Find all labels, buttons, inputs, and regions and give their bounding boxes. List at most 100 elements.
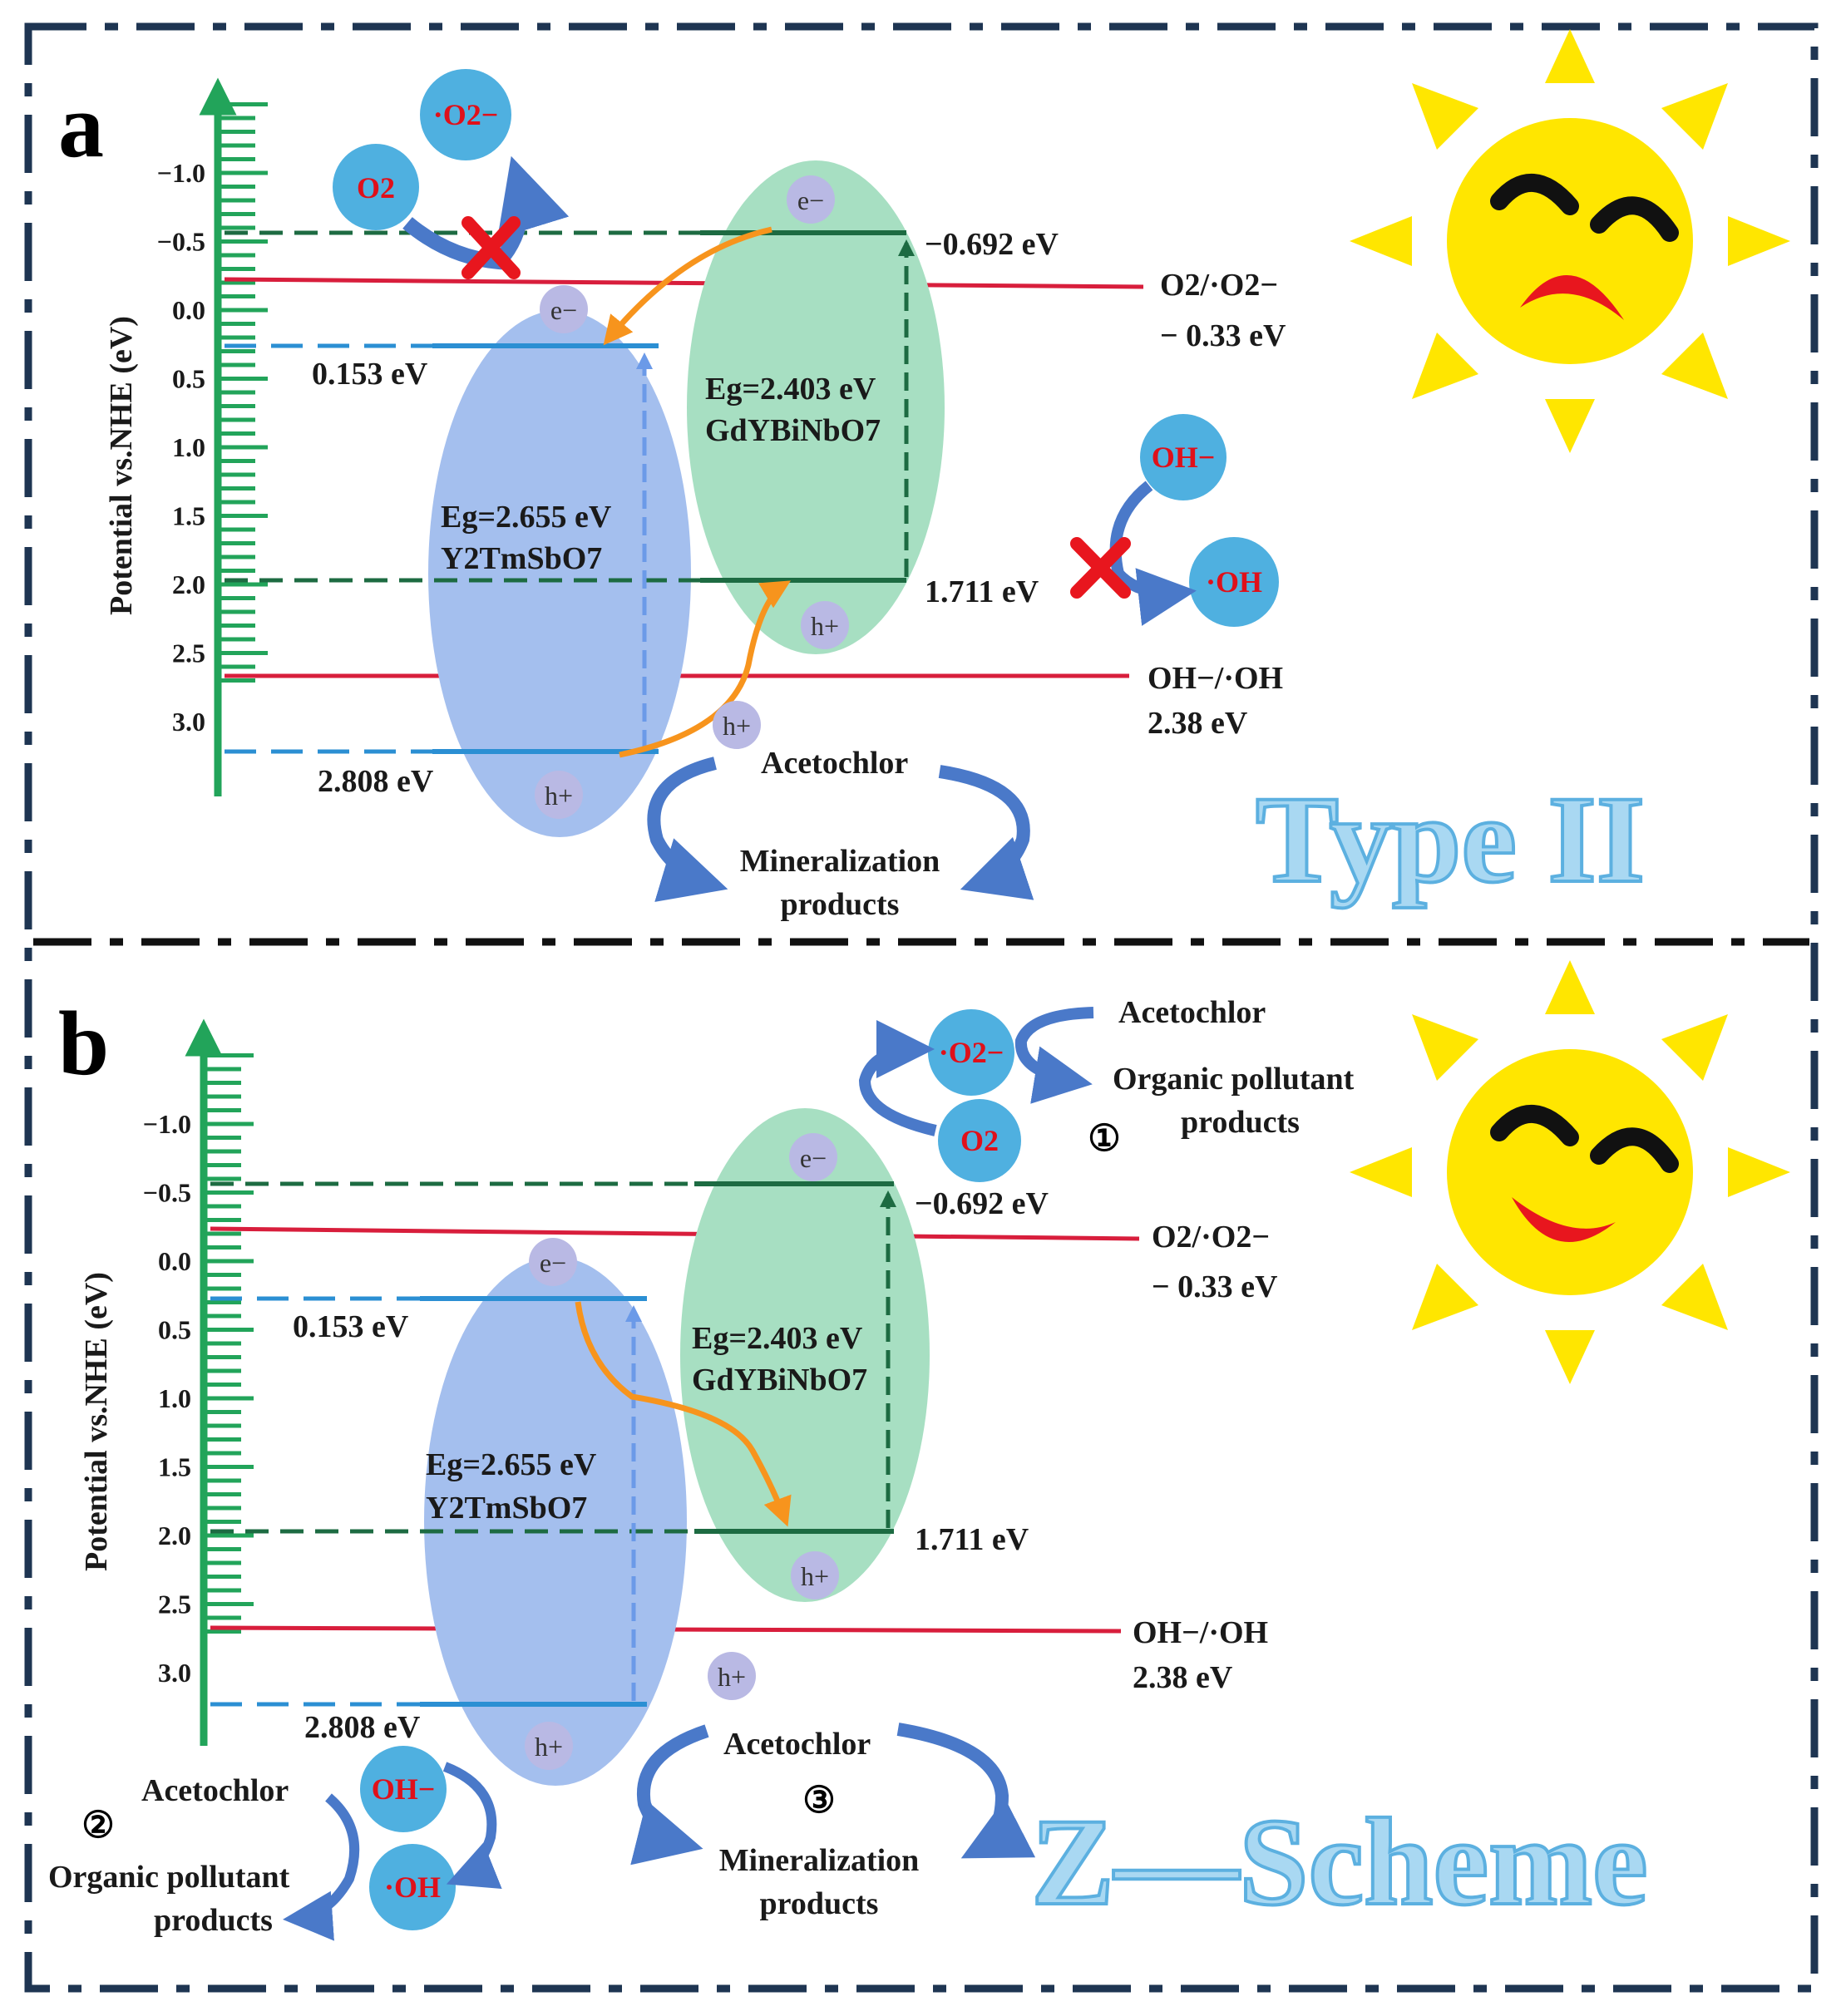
panel-b-path1-pollutant: Acetochlor bbox=[1118, 995, 1266, 1030]
panel-a-y2-formula: Y2TmSbO7 bbox=[441, 541, 602, 576]
panel-a-carrier-h-y2: h+ bbox=[535, 771, 583, 819]
panel-b-o2-bubble: O2 bbox=[938, 1099, 1021, 1182]
panel-a-letter: a bbox=[58, 75, 104, 176]
panel-a: a −1.0−0.50.00.51.01.52.02.53.0 Potentia… bbox=[58, 29, 1790, 922]
panel-a-scheme-title: Type II bbox=[1256, 771, 1645, 909]
panel-a-oh-minus-bubble: OH− bbox=[1140, 414, 1227, 500]
panel-b-carrier-e-gd: e− bbox=[789, 1133, 837, 1181]
panel-a-sun-icon bbox=[1350, 29, 1790, 453]
panel-a-tick-label: 0.5 bbox=[172, 364, 205, 394]
panel-b-path2-arrow bbox=[283, 1793, 360, 1941]
panel-b-path1-product-line1: Organic pollutant bbox=[1113, 1062, 1355, 1097]
panel-b-oh-couple: OH−/·OH bbox=[1133, 1615, 1268, 1650]
svg-text:e−: e− bbox=[540, 1248, 566, 1278]
svg-text:h+: h+ bbox=[723, 711, 751, 741]
panel-a-product-line2: products bbox=[781, 887, 900, 922]
panel-a-electron-transfer-arrow bbox=[603, 226, 772, 346]
svg-text:h+: h+ bbox=[801, 1561, 829, 1591]
panel-a-tick-label: 0.0 bbox=[172, 295, 205, 325]
panel-a-carrier-h-out: h+ bbox=[713, 701, 761, 749]
svg-text:OH−: OH− bbox=[1152, 441, 1216, 474]
panel-b-gd-eg: Eg=2.403 eV bbox=[692, 1321, 863, 1356]
panel-a-carrier-e-gd: e− bbox=[787, 175, 835, 224]
panel-a-gd-vb-value: 1.711 eV bbox=[925, 574, 1039, 609]
panel-a-y2-vb-value: 2.808 eV bbox=[318, 764, 434, 799]
panel-b-carrier-h-y2: h+ bbox=[525, 1722, 573, 1770]
panel-b-tick-label: 2.5 bbox=[158, 1590, 191, 1619]
panel-a-minor-ticks bbox=[218, 102, 268, 683]
panel-b-tick-label: 0.0 bbox=[158, 1246, 191, 1276]
panel-b-o2-value: − 0.33 eV bbox=[1152, 1269, 1278, 1304]
panel-b-superoxide-bubble: ·O2− bbox=[928, 1009, 1014, 1096]
panel-a-cycle-arrow-left bbox=[647, 757, 728, 902]
svg-text:·OH: ·OH bbox=[1206, 565, 1262, 599]
svg-text:·O2−: ·O2− bbox=[939, 1036, 1004, 1069]
panel-b-path1-product-line2: products bbox=[1181, 1105, 1300, 1140]
panel-a-tick-label: −0.5 bbox=[157, 227, 205, 257]
panel-a-product-line1: Mineralization bbox=[740, 844, 940, 879]
panel-b-letter: b bbox=[58, 993, 109, 1094]
panel-b: b −1.0−0.50.00.51.01.52.02.53.0 Potentia… bbox=[48, 960, 1790, 1941]
svg-text:O2: O2 bbox=[960, 1124, 999, 1157]
panel-b-carrier-e-y2: e− bbox=[529, 1238, 577, 1286]
panel-b-tick-label: 2.0 bbox=[158, 1521, 191, 1550]
panel-b-tick-label: 1.0 bbox=[158, 1383, 191, 1413]
panel-b-gdybinbo7-ellipse bbox=[680, 1108, 930, 1602]
panel-b-oh-oxidation-arrow bbox=[442, 1762, 502, 1889]
panel-a-gd-eg: Eg=2.403 eV bbox=[705, 372, 876, 407]
panel-a-o2-redox-line bbox=[224, 277, 1144, 289]
panel-a-tick-labels: −1.0−0.50.00.51.01.52.02.53.0 bbox=[157, 158, 205, 737]
panel-b-minor-ticks bbox=[204, 1053, 254, 1634]
panel-a-acetochlor: Acetochlor bbox=[761, 746, 908, 781]
panel-b-cycle-arrow-right bbox=[896, 1723, 1036, 1859]
panel-b-y2-eg: Eg=2.655 eV bbox=[426, 1447, 597, 1482]
panel-b-path3-pollutant: Acetochlor bbox=[723, 1727, 871, 1762]
panel-a-o2-couple: O2/·O2− bbox=[1160, 268, 1278, 303]
panel-a-carrier-e-y2: e− bbox=[540, 285, 588, 333]
panel-b-oh-value: 2.38 eV bbox=[1133, 1660, 1233, 1695]
panel-b-tick-labels: −1.0−0.50.00.51.01.52.02.53.0 bbox=[143, 1109, 191, 1688]
panel-a-gdybinbo7-ellipse bbox=[687, 160, 945, 654]
panel-a-o2-value: − 0.33 eV bbox=[1160, 318, 1286, 353]
panel-a-y2-cb-value: 0.153 eV bbox=[312, 357, 428, 392]
panel-b-o2-redox-line bbox=[210, 1226, 1140, 1241]
panel-b-path3-product-line2: products bbox=[760, 1886, 879, 1921]
panel-b-gd-vb-value: 1.711 eV bbox=[915, 1522, 1029, 1557]
panel-a-oh-couple: OH−/·OH bbox=[1148, 661, 1283, 696]
panel-b-path2-product-line2: products bbox=[154, 1903, 273, 1938]
panel-a-o2-bubble: O2 bbox=[333, 144, 419, 230]
panel-a-axis: −1.0−0.50.00.51.01.52.02.53.0 Potential … bbox=[104, 77, 268, 796]
panel-b-axis-label: Potential vs.NHE (eV) bbox=[79, 1272, 114, 1571]
panel-a-tick-label: 1.0 bbox=[172, 432, 205, 462]
panel-b-path1-arrow bbox=[1014, 1007, 1094, 1104]
panel-a-o2-reduction-arrow bbox=[402, 155, 570, 270]
panel-b-y2-formula: Y2TmSbO7 bbox=[426, 1491, 587, 1526]
panel-b-cycle-arrow-left bbox=[630, 1724, 709, 1866]
svg-text:·O2−: ·O2− bbox=[433, 98, 499, 131]
svg-text:h+: h+ bbox=[535, 1732, 563, 1762]
panel-b-carrier-h-gd: h+ bbox=[791, 1551, 839, 1599]
panel-b-tick-label: 0.5 bbox=[158, 1315, 191, 1345]
svg-text:·OH: ·OH bbox=[384, 1871, 441, 1904]
panel-b-path3-product-line1: Mineralization bbox=[719, 1843, 920, 1878]
panel-b-oh-radical-bubble: ·OH bbox=[369, 1844, 456, 1930]
panel-a-tick-label: 1.5 bbox=[172, 501, 205, 531]
panel-a-axis-label: Potential vs.NHE (eV) bbox=[104, 316, 139, 615]
panel-b-sun-icon bbox=[1350, 960, 1790, 1384]
panel-a-tick-label: −1.0 bbox=[157, 158, 205, 188]
panel-b-o2-reduction-arrow bbox=[858, 1020, 937, 1136]
svg-text:e−: e− bbox=[800, 1143, 827, 1173]
panel-a-cross-mark-icon-1 bbox=[461, 216, 521, 279]
panel-b-axis: −1.0−0.50.00.51.01.52.02.53.0 Potential … bbox=[79, 1018, 254, 1746]
panel-b-path3-number: ③ bbox=[802, 1780, 835, 1821]
svg-text:O2: O2 bbox=[357, 171, 395, 205]
panel-b-gd-cb-value: −0.692 eV bbox=[915, 1186, 1049, 1221]
panel-a-y2-eg: Eg=2.655 eV bbox=[441, 500, 612, 535]
panel-a-oh-radical-bubble: ·OH bbox=[1189, 537, 1279, 627]
panel-b-gd-formula: GdYBiNbO7 bbox=[692, 1363, 867, 1397]
svg-text:e−: e− bbox=[797, 185, 824, 215]
svg-text:h+: h+ bbox=[811, 611, 839, 641]
svg-text:e−: e− bbox=[550, 295, 577, 325]
panel-b-path1-number: ① bbox=[1088, 1118, 1120, 1159]
